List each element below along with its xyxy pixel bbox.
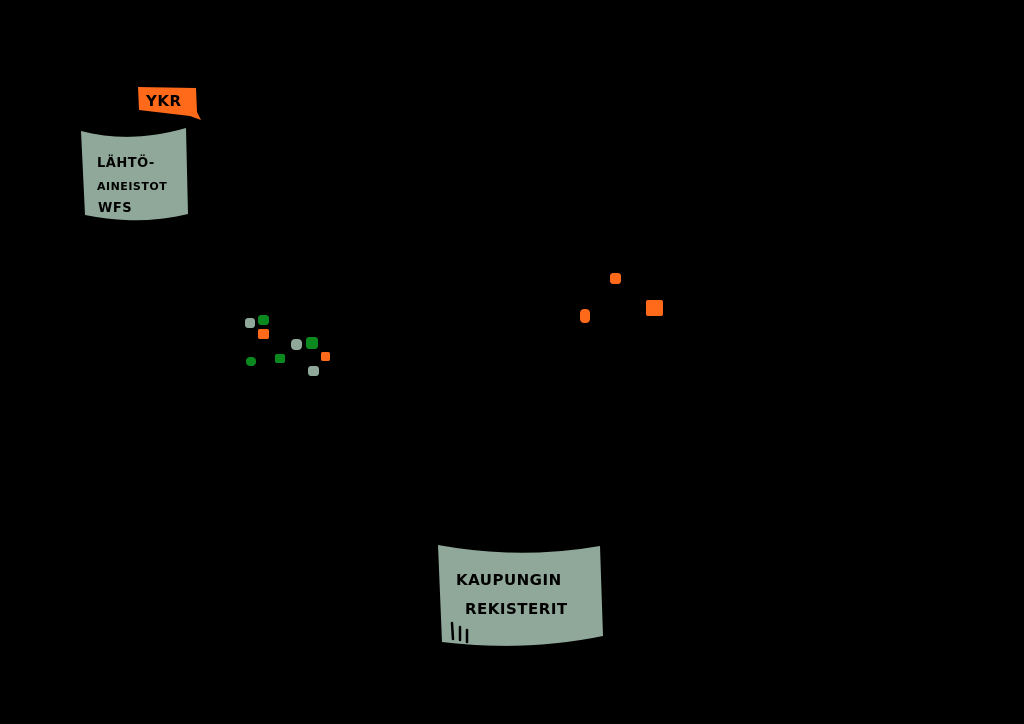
cluster-dot — [246, 357, 256, 366]
dot-cluster-right — [580, 273, 663, 323]
database-bottom-line-1: KAUPUNGIN — [456, 571, 562, 589]
database-bottom-shape — [438, 545, 603, 646]
database-top-line-1: LÄHTÖ- — [97, 155, 155, 171]
city-registers-database: KAUPUNGIN REKISTERIT — [438, 545, 603, 646]
cluster-dot — [610, 273, 621, 284]
database-top-line-3: WFS — [98, 201, 132, 216]
database-bottom-tick-marks — [450, 621, 469, 644]
ykr-tag-shape — [138, 87, 201, 120]
cluster-dot — [258, 329, 269, 339]
ykr-tag-label: YKR — [145, 92, 182, 110]
cluster-dot — [258, 315, 269, 325]
cluster-dot — [580, 309, 590, 323]
cluster-dot — [275, 354, 285, 363]
cluster-dot — [245, 318, 255, 328]
ykr-tag: YKR — [138, 87, 201, 120]
cluster-dot — [291, 339, 302, 350]
database-bottom-line-2: REKISTERIT — [465, 600, 568, 618]
tick-mark — [450, 621, 455, 641]
cluster-dot — [306, 337, 318, 349]
cluster-dot — [321, 352, 330, 361]
database-top-line-2: AINEISTOT — [97, 180, 167, 193]
cluster-dot — [308, 366, 319, 376]
database-top-shape — [81, 128, 188, 221]
source-data-database: LÄHTÖ- AINEISTOT WFS — [81, 128, 188, 221]
cluster-dot — [646, 300, 663, 316]
dot-cluster-left — [245, 315, 330, 376]
